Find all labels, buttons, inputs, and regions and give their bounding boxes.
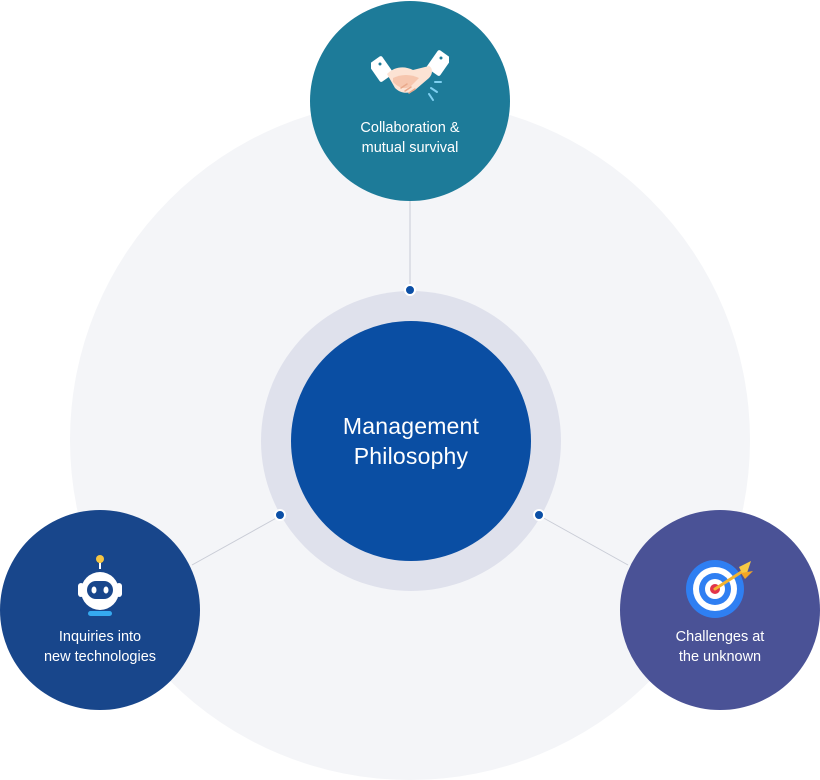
management-philosophy-circle: Management Philosophy [291,321,531,561]
node-right-line2: the unknown [678,649,762,665]
node-top-line1: Collaboration & [360,120,460,136]
node-new-technologies: Inquiries into new technologies [0,510,200,710]
target-dart-icon [686,560,753,618]
node-collaboration: Collaboration & mutual survival [310,1,510,201]
node-right-line1: Challenges at [675,629,765,645]
node-left-line1: Inquiries into [58,629,142,645]
connector-dot-right [533,509,545,521]
connector-dot-top [404,284,416,296]
node-left-line2: new technologies [43,649,157,665]
connector-line-left [191,515,281,566]
handshake-icon [371,50,449,101]
node-challenges: Challenges at the unknown [620,510,820,710]
connector-dot-left [274,509,286,521]
node-top-line2: mutual survival [361,140,459,156]
center-title-line1: Management [342,413,480,439]
robot-icon [78,555,122,616]
connector-line-right [539,515,629,566]
center-title-line2: Philosophy [353,443,469,469]
